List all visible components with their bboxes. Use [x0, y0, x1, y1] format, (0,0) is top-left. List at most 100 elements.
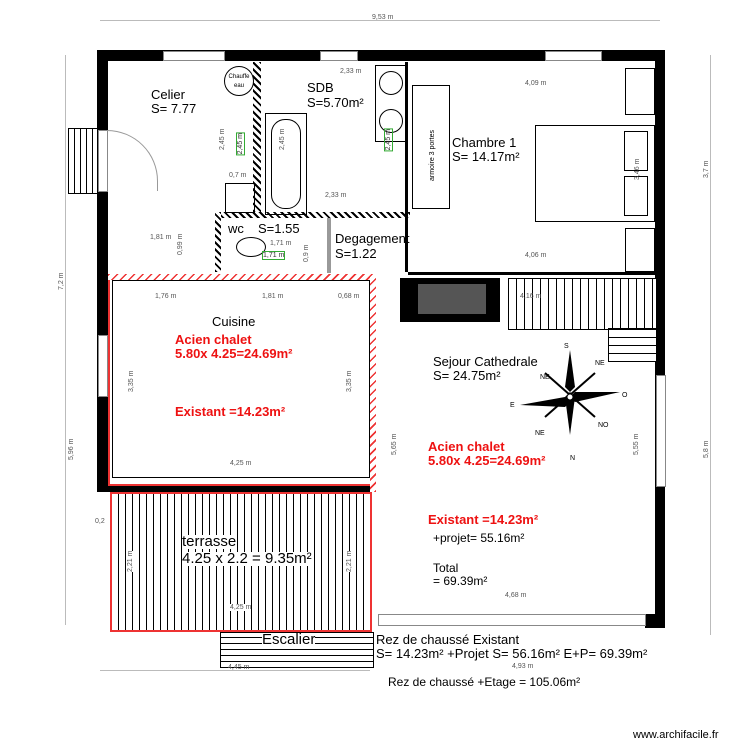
- wall-wc-left: [215, 212, 221, 272]
- escalier-name: Escalier: [262, 631, 316, 648]
- dim-bottom-left: 4,45 m: [228, 664, 250, 671]
- compass-se: NO: [598, 422, 609, 429]
- dim-deg: 0,9 m: [303, 244, 310, 262]
- summary-line2: S= 14.23m² +Projet S= 56.16m² E+P= 69.39…: [376, 646, 648, 661]
- green-dim-label: 1,71 m: [262, 251, 286, 260]
- sejour-area: S= 24.75m²: [433, 368, 501, 383]
- red-hatch: [108, 274, 376, 280]
- cuisine-existing: Existant =14.23m²: [175, 404, 286, 419]
- dim-bath-h: 2,45 m: [279, 128, 286, 150]
- cuisine-inner: [112, 280, 370, 478]
- wall-chambre: [405, 62, 408, 272]
- compass-arm: [570, 392, 620, 402]
- window: [320, 51, 358, 61]
- nightstand: [625, 228, 655, 272]
- dim-wc-w: 1,71 m: [270, 240, 292, 247]
- wall-chambre-bottom: [408, 272, 656, 275]
- dim-basin: 0,7 m: [229, 172, 247, 179]
- red-hatch: [370, 274, 376, 492]
- dim-celier-door: 0,99 m: [177, 233, 184, 255]
- dim-right-upper: 3,7 m: [703, 160, 710, 178]
- dim-terrasse-h2: 2,21 m: [346, 550, 353, 572]
- pillow: [624, 176, 648, 216]
- toilet: [236, 237, 266, 257]
- dim-left-total: 7,2 m: [58, 272, 65, 290]
- compass-arm: [520, 397, 570, 407]
- window: [98, 335, 108, 397]
- compass-w: E: [510, 402, 515, 409]
- sejour-name: Sejour Cathedrale: [433, 354, 538, 369]
- compass-n: S: [564, 343, 569, 350]
- cuisine-old-area: 5.80x 4.25=24.69m²: [175, 346, 293, 361]
- bathtub-basin: [271, 119, 301, 209]
- dim-cuisine-b: 1,81 m: [262, 293, 284, 300]
- door-swing: [107, 130, 158, 191]
- sejour-projet: +projet= 55.16m²: [433, 531, 525, 545]
- window: [545, 51, 602, 61]
- wall-sdb-bottom: [215, 212, 410, 218]
- entry-steps: [68, 128, 98, 194]
- window-bay: [378, 614, 646, 626]
- celier-area: S= 7.77: [151, 101, 197, 116]
- pillow: [624, 131, 648, 171]
- dim-sdb-bottom: 2,33 m: [325, 192, 347, 199]
- dim-line: [65, 55, 66, 625]
- dim-chambre-top: 4,09 m: [525, 80, 547, 87]
- wall-celier-sdb: [253, 62, 261, 212]
- window: [163, 51, 225, 61]
- dim-line: [100, 670, 370, 671]
- dim-cuisine-h: 3,35 m: [128, 370, 135, 392]
- sejour-existing: Existant =14.23m²: [428, 512, 539, 527]
- fireplace-insert: [418, 284, 486, 314]
- wall-cuisine-bottom: [97, 482, 372, 492]
- dim-sejour-h1: 5,65 m: [391, 433, 398, 455]
- wc-name: wc: [228, 221, 244, 236]
- cuisine-old: Acien chalet: [175, 332, 252, 347]
- sejour-total: = 69.39m²: [433, 574, 488, 588]
- dim-sejour-top: 4,16 m: [520, 293, 542, 300]
- sink: [379, 109, 403, 133]
- cuisine-name: Cuisine: [212, 314, 256, 329]
- shower-tray: [225, 183, 255, 213]
- dim-cuisine-c: 0,68 m: [338, 293, 360, 300]
- compass-s: N: [570, 455, 576, 462]
- dim-bottom-right: 4,93 m: [512, 663, 534, 670]
- dim-terrasse-w: 4,25 m: [230, 604, 252, 611]
- wardrobe: armoire 3 portes: [412, 85, 450, 209]
- wall-corner: [645, 614, 665, 628]
- celier-name: Celier: [151, 87, 185, 102]
- compass-nw: NE: [540, 374, 550, 381]
- nightstand: [625, 68, 655, 115]
- dim-line: [100, 20, 660, 21]
- compass-e: O: [622, 392, 628, 399]
- compass-sw: NE: [535, 430, 545, 437]
- dim-sejour-w: 4,68 m: [505, 592, 527, 599]
- dim-celier-h: 2,45 m: [219, 128, 226, 150]
- dim-celier-w: 1,81 m: [150, 234, 172, 241]
- dim-cuisine-w: 4,25 m: [230, 460, 252, 467]
- dim-sejour-h2: 5,55 m: [633, 433, 640, 455]
- terrasse-name: terrasse: [182, 533, 237, 550]
- wall-top: [97, 50, 665, 61]
- terrasse-area: 4.25 x 2.2 = 9.35m²: [182, 550, 312, 567]
- dim-terrasse-h: 2,21 m: [127, 550, 134, 572]
- watermark: www.archifacile.fr: [633, 729, 719, 741]
- degagement-area: S=1.22: [335, 246, 377, 261]
- bed: [535, 125, 655, 222]
- sejour-old-area: 5.80x 4.25=24.69m²: [428, 453, 546, 468]
- staircase-interior: [508, 278, 657, 330]
- compass-arm: [565, 350, 575, 392]
- dim-line: [710, 55, 711, 635]
- compass-ne: NE: [595, 360, 605, 367]
- compass-rose: [520, 350, 620, 435]
- sejour-old: Acien chalet: [428, 439, 505, 454]
- staircase-landing: [608, 328, 657, 362]
- wc-area: S=1.55: [258, 221, 300, 236]
- dim-chambre-bottom: 4,06 m: [525, 252, 547, 259]
- wall-degagement: [327, 218, 331, 273]
- wardrobe-label: armoire 3 portes: [429, 130, 436, 181]
- water-heater: Chauffe eau: [224, 66, 254, 96]
- sdb-area: S=5.70m²: [307, 95, 364, 110]
- chambre-name: Chambre 1: [452, 135, 517, 150]
- sdb-name: SDB: [307, 80, 334, 95]
